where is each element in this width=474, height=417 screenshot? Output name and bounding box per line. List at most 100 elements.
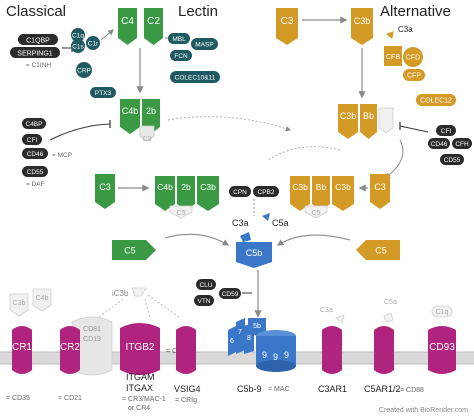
cfh-badge: CFH <box>452 138 472 149</box>
svg-text:C4BP: C4BP <box>26 121 43 128</box>
cfd-badge: CFD <box>403 47 423 67</box>
svg-text:PTX3: PTX3 <box>95 90 112 97</box>
cfb-shape: CFB <box>384 46 402 66</box>
svg-text:C5: C5 <box>312 210 321 217</box>
c3a-alt: C3a <box>386 25 413 39</box>
c5ar-label: C5AR1/2 <box>364 384 401 394</box>
c3ar1-receptor <box>322 326 342 374</box>
svg-text:8: 8 <box>247 335 251 342</box>
svg-text:9: 9 <box>284 350 289 360</box>
c5a-fragment <box>240 232 251 242</box>
cd93-receptor: CD93 <box>428 326 456 374</box>
c5b9-label: C5b-9 <box>237 384 262 394</box>
svg-text:FCN: FCN <box>174 53 188 60</box>
svg-text:CR1: CR1 <box>12 342 32 353</box>
cell-membrane <box>0 352 474 364</box>
c5-convertase-classical: C4b 2b C3b C5 <box>155 176 219 219</box>
svg-text:C5: C5 <box>124 246 136 256</box>
c2-shape: C2 <box>144 8 163 45</box>
header-alternative: Alternative <box>380 3 451 20</box>
c4bp-badge: C4BP <box>22 118 46 129</box>
masp-badge: MASP <box>191 38 218 50</box>
daf-alias: = DAF <box>26 181 45 188</box>
c3bbb-convertase: C3b Bb <box>338 104 394 139</box>
c3-right-shape: C3 <box>370 174 390 209</box>
svg-text:C3b: C3b <box>354 16 371 26</box>
svg-text:CLU: CLU <box>199 282 212 289</box>
c3b-alt-shape: C3b <box>351 8 373 45</box>
cr2-receptor: CR2 <box>60 326 80 374</box>
cd81-cd19-complex: CD81 CD19 <box>71 316 113 376</box>
c3-left-shape: C3 <box>95 174 115 209</box>
c1-complex: C1q C1s C1r <box>71 28 100 53</box>
c3a-label: C3a <box>232 218 249 228</box>
svg-text:9: 9 <box>262 350 267 360</box>
svg-text:C1r: C1r <box>88 41 99 48</box>
cfp-badge: CFP <box>403 69 425 81</box>
svg-text:CD19: CD19 <box>83 336 101 343</box>
c5ar-receptor <box>374 326 394 374</box>
c5-left-shape: C5 <box>112 240 156 260</box>
svg-text:C1QBP: C1QBP <box>26 38 50 45</box>
svg-text:CFI: CFI <box>27 137 38 144</box>
cd46-badge-right: CD46 <box>428 138 450 149</box>
svg-text:2b: 2b <box>146 106 156 116</box>
cd55-badge-left: CD55 <box>22 166 48 177</box>
c2-label: C2 <box>147 16 160 27</box>
c5a-label: C5a <box>272 218 289 228</box>
c1qbp-badge: C1QBP <box>18 34 58 45</box>
itgb2-receptor: ITGB2 <box>120 323 160 375</box>
ptx3-badge: PTX3 <box>90 87 116 98</box>
svg-text:C3: C3 <box>99 182 111 192</box>
cd88-alias: = CD88 <box>400 387 424 394</box>
cd59-badge: CD59 <box>219 288 241 299</box>
svg-text:C5a: C5a <box>384 299 397 306</box>
cd55-badge-right: CD55 <box>440 154 464 165</box>
svg-text:CD46: CD46 <box>27 151 44 158</box>
svg-text:C3a: C3a <box>398 25 413 34</box>
svg-text:CD81: CD81 <box>83 326 101 333</box>
itgam-alias2: or CR4 <box>128 405 150 412</box>
c5-convertase-alternative: C3b Bb C3b C5 <box>290 176 354 219</box>
svg-text:MBL: MBL <box>172 36 186 43</box>
crp-badge: CRP <box>76 62 92 78</box>
cfi-badge-right: CFI <box>436 125 456 136</box>
svg-text:CFH: CFH <box>455 141 469 148</box>
svg-text:ITGB2: ITGB2 <box>126 342 155 353</box>
svg-text:MASP: MASP <box>195 42 213 49</box>
svg-text:C4b: C4b <box>122 106 139 116</box>
c5-right-shape: C5 <box>356 240 400 260</box>
svg-text:CD55: CD55 <box>444 157 461 164</box>
vsig4-label: VSIG4 <box>174 384 201 394</box>
vsig4-receptor <box>176 326 196 374</box>
colec1011-badge: COLEC10&11 <box>170 71 220 83</box>
svg-text:CFP: CFP <box>407 73 421 80</box>
c5b-shape: C5b <box>236 242 272 268</box>
cr1-alias: = CD35 <box>6 395 30 402</box>
c3ar1-label: C3AR1 <box>318 384 347 394</box>
mcp-alias: = MCP <box>52 152 72 159</box>
svg-text:CFB: CFB <box>386 54 400 61</box>
clu-badge: CLU <box>196 279 216 290</box>
cpb2-badge: CPB2 <box>253 186 279 197</box>
svg-text:C5b: C5b <box>246 248 263 258</box>
c1inh-alias: = C1INH <box>26 62 51 69</box>
itgax-label: ITGAX <box>126 383 153 393</box>
cd46-badge-left: CD46 <box>22 148 48 159</box>
c1q-fragment-top: C1q <box>431 305 453 318</box>
cr1-receptor: CR1 <box>12 326 32 374</box>
svg-text:C1q: C1q <box>436 309 449 316</box>
header-classical: Classical <box>6 3 66 20</box>
svg-text:CD93: CD93 <box>429 342 455 353</box>
colec12-badge: COLEC12 <box>416 94 456 106</box>
c4b2b-convertase: C4b 2b C3 <box>120 99 160 143</box>
svg-text:C1s: C1s <box>72 44 84 51</box>
svg-text:CPB2: CPB2 <box>258 189 275 196</box>
svg-text:VTN: VTN <box>198 298 211 305</box>
svg-text:CFD: CFD <box>406 55 420 62</box>
svg-text:C3: C3 <box>374 182 386 192</box>
svg-text:Bb: Bb <box>363 111 374 121</box>
mac-complex: 6 7 8 5b 9 9 9 <box>228 318 296 372</box>
svg-text:C3b: C3b <box>13 300 26 307</box>
